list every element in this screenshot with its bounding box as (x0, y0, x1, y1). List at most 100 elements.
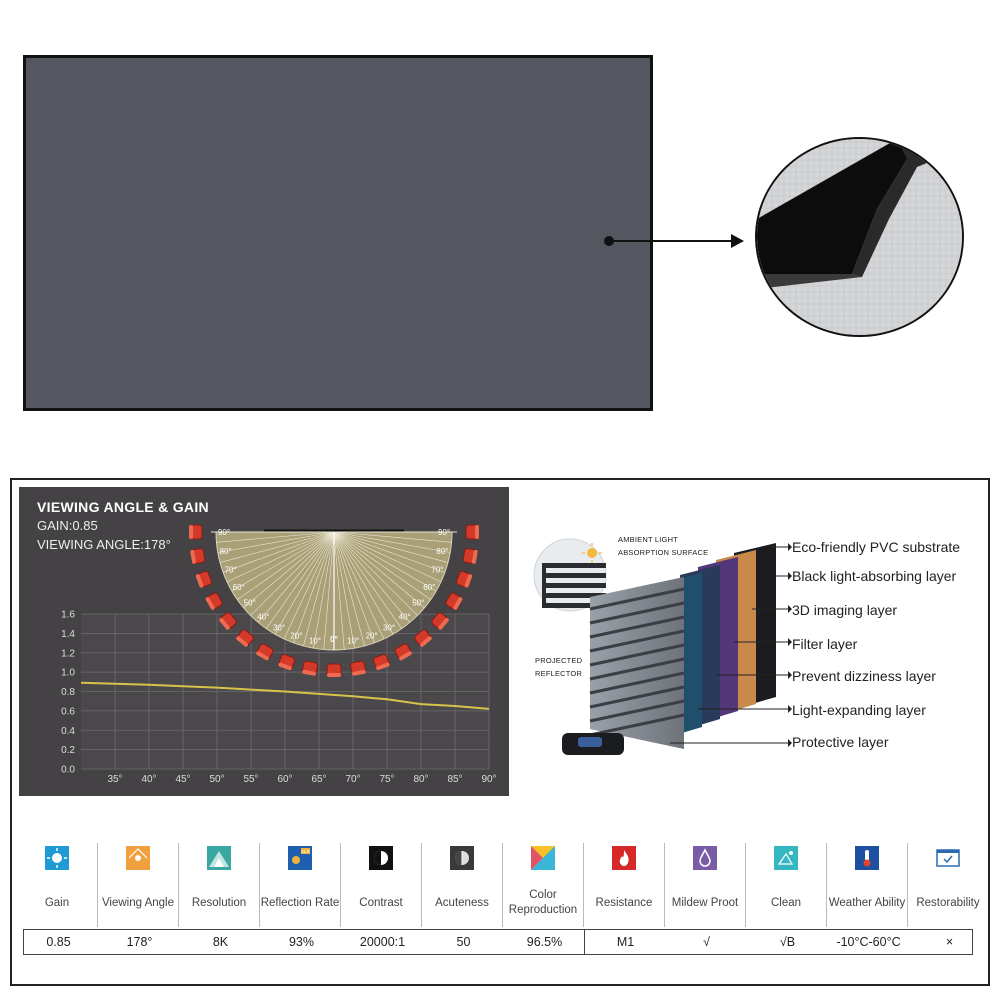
angle-ray (217, 531, 335, 553)
projector-screen-image (23, 55, 653, 411)
angle-label-right: 60° (423, 583, 435, 592)
angle-ray (333, 531, 394, 635)
contrast-icon (369, 846, 393, 870)
spec-label: Viewing Angle (101, 896, 175, 909)
spec-value: 20000:1 (359, 935, 406, 949)
angle-label-right: 80° (436, 547, 448, 556)
viewing-angle-gain-panel: VIEWING ANGLE & GAIN GAIN:0.85 VIEWING A… (19, 487, 509, 796)
spec-column-reflection-alr: ALR Reflection Rate (260, 838, 340, 930)
angle-ray (266, 531, 335, 629)
angle-label-right: 70° (431, 566, 443, 575)
angle-ray (333, 531, 411, 623)
angle-ray (313, 531, 335, 649)
spec-label: Resolution (191, 896, 247, 909)
x-tick-label: 35° (107, 774, 122, 785)
angle-ray (231, 531, 335, 592)
angle-ray (333, 531, 437, 592)
layers-illustration: AMBIENT LIGHT ABSORPTION SURFACE PROJECT… (520, 487, 980, 787)
column-divider (340, 843, 341, 927)
angle-label-left: 40° (257, 612, 269, 621)
spec-value: √ (703, 935, 710, 949)
y-tick-label: 0.6 (61, 706, 75, 717)
chart-title: VIEWING ANGLE & GAIN (37, 499, 209, 515)
spec-value: -10°C-60°C (836, 935, 901, 949)
seat-icon (462, 548, 478, 564)
reflection-alr-icon: ALR (288, 846, 312, 870)
angle-ray (333, 531, 402, 629)
column-divider (664, 843, 665, 927)
y-tick-label: 0.8 (61, 687, 75, 698)
spec-label: Reflection Rate (260, 896, 340, 909)
layer-label-black: Black light-absorbing layer (792, 568, 957, 584)
y-tick-label: 1.2 (61, 648, 75, 659)
spec-column-contrast: Contrast (341, 838, 421, 930)
angle-ray (274, 531, 335, 635)
angle-ray (257, 531, 335, 623)
angle-ray (333, 531, 445, 573)
spec-column-thermometer: Weather Ability (827, 838, 907, 930)
spec-label: Resistance (595, 896, 653, 909)
seat-icon (236, 629, 254, 647)
spec-column-color-reproduction: Color Reproduction (503, 838, 583, 930)
angle-label-left: 20° (290, 631, 302, 640)
seat-icon (219, 612, 237, 630)
projected-caption-2: REFLECTOR (535, 669, 583, 678)
angle-label-left: 60° (233, 583, 245, 592)
seat-icon (302, 660, 318, 676)
spec-column-fire-resistance: Resistance (584, 838, 664, 930)
fabric-zoom-circle (755, 137, 964, 337)
angle-ray (333, 531, 365, 647)
layer-label-protective: Protective layer (792, 734, 889, 750)
layer-label-pvc: Eco-friendly PVC substrate (792, 539, 961, 555)
seat-icon (278, 654, 296, 671)
spec-label: Clean (770, 896, 802, 909)
angle-ray (333, 531, 418, 616)
angle-label-left: 90° (218, 528, 230, 537)
angle-label-left: 50° (244, 599, 256, 608)
seat-icon (256, 643, 274, 661)
y-tick-label: 1.0 (61, 668, 75, 679)
angle-label-right: 50° (412, 599, 424, 608)
angle-ray (333, 531, 451, 553)
angle-label-zero: 0° (330, 635, 338, 644)
gain-text: GAIN:0.85 (37, 518, 98, 533)
seat-icon (189, 524, 203, 540)
y-tick-label: 0.0 (61, 765, 75, 776)
viewing-angle-icon (126, 846, 150, 870)
layer-label-3d: 3D imaging layer (792, 602, 898, 618)
angle-ray (333, 531, 345, 650)
angle-ray (223, 531, 335, 573)
seat-icon (394, 643, 412, 661)
spec-label: Mildew Proot (671, 896, 739, 909)
column-divider (583, 843, 584, 927)
spec-column-gain: Gain (17, 838, 97, 930)
spec-column-viewing-angle: Viewing Angle (98, 838, 178, 930)
column-divider (745, 843, 746, 927)
spec-value: 96.5% (526, 935, 563, 949)
angle-label-left: 70° (225, 566, 237, 575)
x-tick-label: 90° (481, 774, 496, 785)
x-tick-label: 65° (311, 774, 326, 785)
angle-ray (216, 531, 335, 543)
angle-ray (250, 531, 335, 616)
angle-ray (333, 531, 442, 583)
angle-ray (333, 531, 431, 600)
seat-icon (205, 592, 223, 610)
gain-icon (45, 846, 69, 870)
spec-label: Weather Ability (828, 896, 906, 909)
spec-column-clean: Clean (746, 838, 826, 930)
x-tick-label: 80° (413, 774, 428, 785)
angle-label-left: 80° (220, 547, 232, 556)
spec-value: 8K (212, 935, 229, 949)
ambient-caption-1: AMBIENT LIGHT (618, 535, 678, 544)
spec-label: Gain (44, 896, 70, 909)
angle-ray (333, 531, 375, 643)
angle-label-right: 10° (347, 636, 359, 645)
y-tick-label: 1.4 (61, 629, 75, 640)
angle-label-right: 40° (399, 612, 411, 621)
seat-icon (190, 548, 206, 564)
spec-value: × (945, 935, 954, 949)
angle-ray (333, 531, 452, 543)
spec-value: √B (779, 935, 796, 949)
column-divider (259, 843, 260, 927)
